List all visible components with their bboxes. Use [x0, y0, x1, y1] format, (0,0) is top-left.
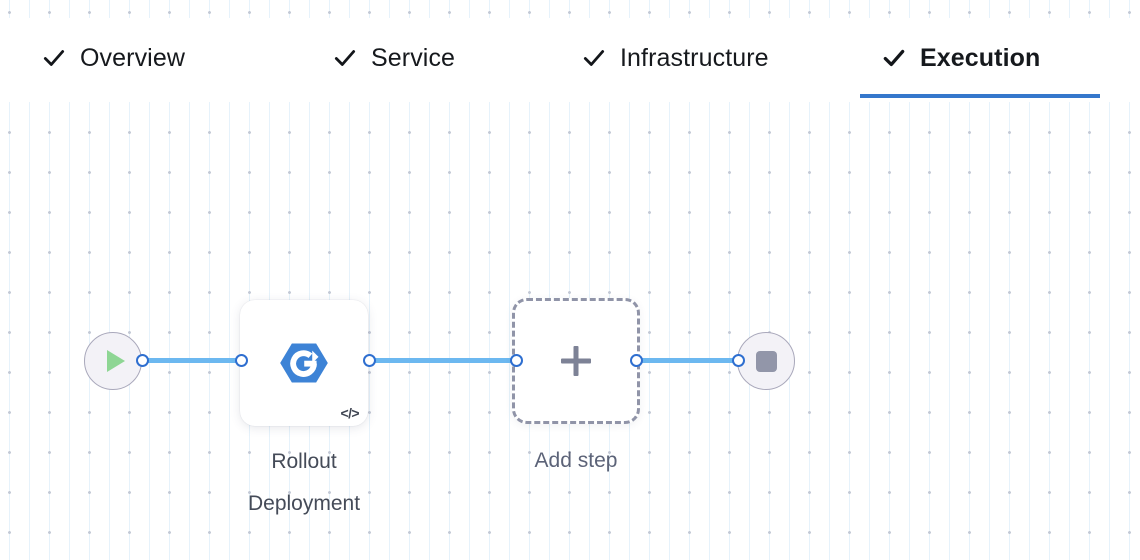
pipeline-end-node[interactable]: [737, 332, 795, 390]
edge-start-to-step[interactable]: [141, 358, 241, 363]
plus-icon-vertical: [573, 346, 579, 376]
step-node-rollout-deployment[interactable]: </>: [240, 300, 368, 426]
tab-label: Overview: [80, 43, 185, 72]
pipeline-start-node[interactable]: [84, 332, 142, 390]
edge-step-to-add[interactable]: [368, 358, 516, 363]
port-end-input[interactable]: [732, 354, 745, 367]
play-icon: [106, 350, 125, 372]
add-step-node[interactable]: [512, 298, 640, 424]
tab-service[interactable]: Service: [311, 18, 501, 98]
edge-add-to-end[interactable]: [636, 358, 738, 363]
check-icon: [581, 45, 607, 71]
tab-active-underline: [860, 94, 1100, 98]
tab-infrastructure[interactable]: Infrastructure: [560, 18, 825, 98]
port-step-output[interactable]: [363, 354, 376, 367]
code-icon: </>: [340, 405, 360, 421]
tab-label: Infrastructure: [620, 43, 769, 72]
pipeline-tab-bar: Overview Service Infrastructur: [0, 18, 1140, 102]
port-add-step-output[interactable]: [630, 354, 643, 367]
check-icon: [881, 45, 907, 71]
tab-label: Execution: [920, 43, 1041, 72]
port-start-output[interactable]: [136, 354, 149, 367]
tab-overview[interactable]: Overview: [20, 18, 242, 98]
port-add-step-input[interactable]: [510, 354, 523, 367]
tab-label: Service: [371, 43, 456, 72]
step-node-label: Rollout Deployment: [247, 450, 361, 515]
add-step-label: Add step: [534, 449, 618, 472]
port-step-input[interactable]: [235, 354, 248, 367]
stop-icon: [755, 350, 777, 372]
rollout-deployment-icon: [278, 337, 330, 389]
tab-execution[interactable]: Execution: [860, 18, 1100, 98]
check-icon: [332, 45, 358, 71]
check-icon: [41, 45, 67, 71]
